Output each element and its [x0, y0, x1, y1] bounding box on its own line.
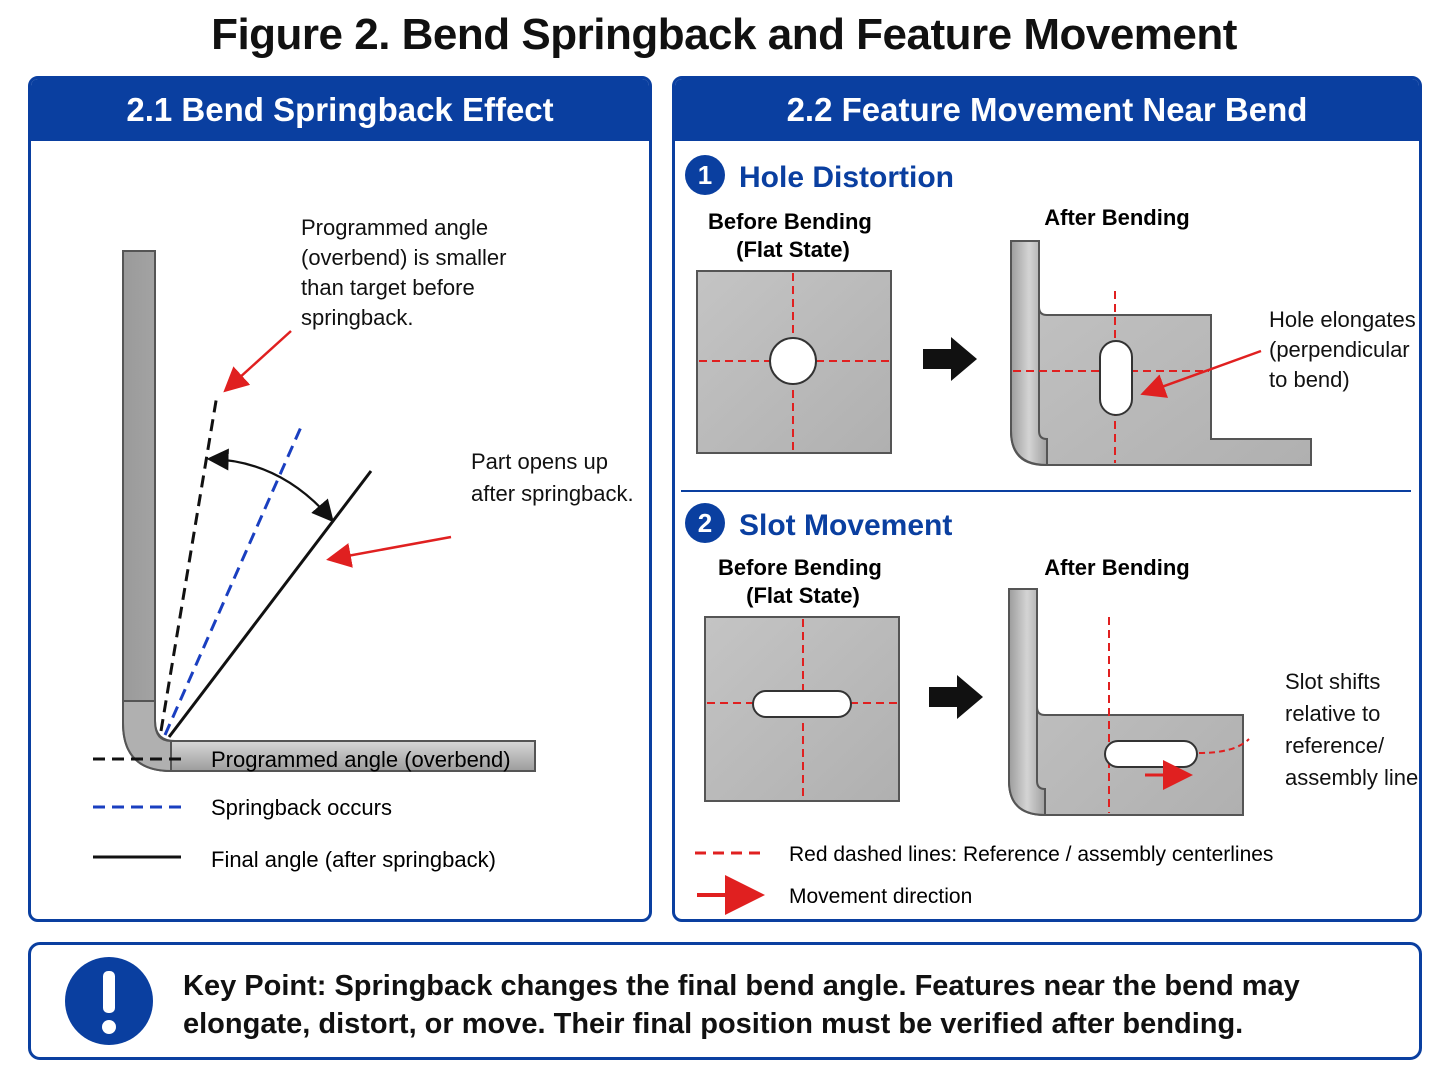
bent-part-hole — [1010, 240, 1312, 466]
section1-before-label: Before Bending (Flat State) — [708, 209, 878, 262]
bent-part-slot — [1008, 588, 1244, 816]
transition-arrow-1 — [923, 337, 977, 381]
hole-callout-arrow — [1140, 349, 1262, 398]
section1-title: Hole Distortion — [739, 161, 954, 194]
feature-movement-panel: 2.2 Feature Movement Near Bend 1 Hole Di… — [672, 76, 1422, 922]
elongated-hole — [1099, 340, 1133, 416]
section2-after-label: After Bending — [1044, 555, 1189, 580]
section2-number-badge — [685, 503, 725, 543]
key-point-box: Key Point: Springback changes the final … — [28, 942, 1422, 1060]
opens-callout: Part opens up after springback. — [471, 449, 634, 506]
section2-title: Slot Movement — [739, 509, 952, 542]
figure-title: Figure 2. Bend Springback and Feature Mo… — [211, 10, 1237, 59]
transition-arrow-2 — [929, 675, 983, 719]
feature-legend: Red dashed lines: Reference / assembly c… — [695, 843, 1273, 915]
section2-number: 2 — [698, 508, 712, 538]
slot-callout-leader — [1198, 738, 1250, 754]
springback-panel-heading: 2.1 Bend Springback Effect — [31, 79, 649, 141]
shifted-slot — [1104, 740, 1198, 768]
final-angle-line — [167, 470, 373, 738]
legend-label-programmed: Programmed angle (overbend) — [211, 747, 511, 772]
slot-callout: Slot shifts relative to reference/ assem… — [1285, 669, 1418, 790]
section1-number-badge — [685, 155, 725, 195]
key-point-text: Key Point: Springback changes the final … — [183, 967, 1383, 1043]
feature-movement-diagram: 1 Hole Distortion Before Bending (Flat S… — [681, 155, 1419, 915]
legend-label-springback: Springback occurs — [211, 795, 392, 820]
springback-diagram: Programmed angle (overbend) is smaller t… — [93, 215, 634, 872]
flat-slot — [752, 690, 852, 718]
round-hole — [769, 337, 817, 385]
bent-part-flange — [170, 740, 536, 772]
exclamation-icon — [65, 957, 153, 1045]
feature-panel-heading: 2.2 Feature Movement Near Bend — [675, 79, 1419, 141]
legend-label-movement: Movement direction — [789, 885, 972, 908]
legend-label-reference: Red dashed lines: Reference / assembly c… — [789, 843, 1273, 866]
key-point-line-2: elongate, distort, or move. Their final … — [183, 1008, 1244, 1040]
legend-label-final: Final angle (after springback) — [211, 847, 496, 872]
slot-movement-section: 2 Slot Movement Before Bending (Flat Sta… — [685, 503, 1418, 817]
hole-distortion-section: 1 Hole Distortion Before Bending (Flat S… — [685, 155, 1419, 467]
overbend-callout-arrow — [223, 330, 292, 393]
key-point-line-1: Key Point: Springback changes the final … — [183, 970, 1300, 1002]
section1-number: 1 — [698, 160, 712, 190]
opens-callout-arrow — [326, 535, 452, 568]
springback-line — [163, 426, 303, 736]
hole-callout: Hole elongates (perpendicular to bend) — [1269, 307, 1419, 392]
springback-arc-arrow — [206, 448, 334, 523]
springback-legend: Programmed angle (overbend) Springback o… — [93, 747, 511, 872]
overbend-callout: Programmed angle (overbend) is smaller t… — [301, 215, 513, 330]
section2-before-label: Before Bending (Flat State) — [718, 555, 888, 608]
springback-panel: 2.1 Bend Springback Effect — [28, 76, 652, 922]
section1-after-label: After Bending — [1044, 205, 1189, 230]
